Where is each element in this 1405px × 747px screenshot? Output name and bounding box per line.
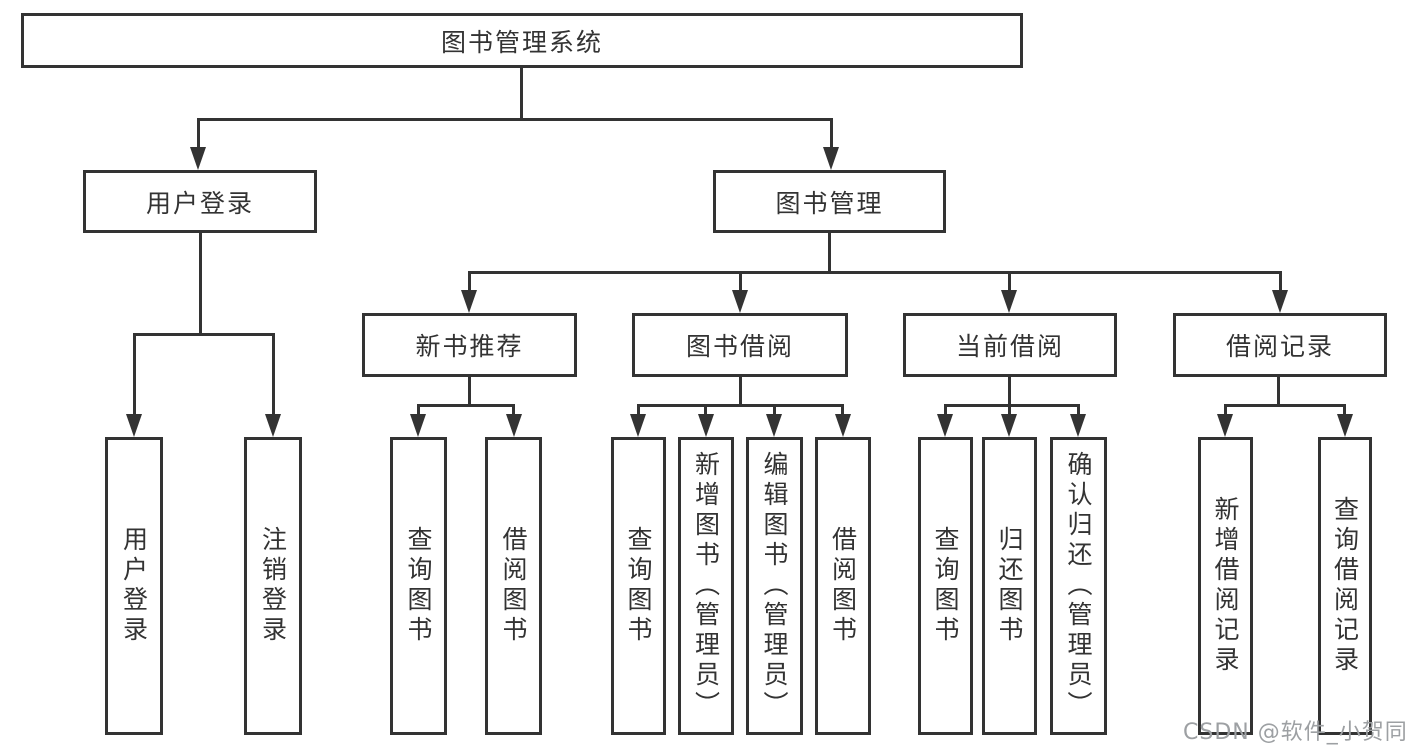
arrow-down-icon bbox=[190, 147, 206, 170]
leaf-query-books-borrow-label: 查询图书 bbox=[624, 526, 653, 646]
connector-v-line bbox=[739, 377, 742, 406]
connector-v-line bbox=[773, 404, 776, 416]
connector-v-line bbox=[828, 233, 831, 273]
leaf-user-login: 用户登录 bbox=[105, 437, 163, 735]
node-new-book-recommend-label: 新书推荐 bbox=[415, 332, 524, 361]
leaf-logout: 注销登录 bbox=[244, 437, 302, 735]
arrow-down-icon bbox=[698, 414, 714, 437]
connector-v-line bbox=[1277, 377, 1280, 406]
arrow-down-icon bbox=[1001, 290, 1017, 313]
connector-v-line bbox=[704, 404, 707, 416]
connector-v-line bbox=[1224, 404, 1227, 416]
connector-v-line bbox=[1008, 271, 1011, 291]
arrow-down-icon bbox=[410, 414, 426, 437]
node-borrow-records: 借阅记录 bbox=[1173, 313, 1387, 377]
node-user-login-label: 用户登录 bbox=[145, 188, 254, 218]
connector-h-line bbox=[637, 404, 844, 407]
node-borrow-records-label: 借阅记录 bbox=[1225, 332, 1334, 361]
leaf-query-books-current: 查询图书 bbox=[918, 437, 973, 735]
connector-v-line bbox=[468, 271, 471, 291]
arrow-down-icon bbox=[265, 414, 281, 437]
connector-h-line bbox=[468, 271, 1282, 274]
arrow-down-icon bbox=[630, 414, 646, 437]
connector-v-line bbox=[944, 404, 947, 416]
arrow-down-icon bbox=[461, 290, 477, 313]
leaf-add-borrow-record-label: 新增借阅记录 bbox=[1211, 496, 1240, 676]
connector-v-line bbox=[1008, 404, 1011, 416]
connector-v-line bbox=[1279, 271, 1282, 291]
watermark: CSDN @软件_小贺同学 bbox=[1183, 720, 1405, 745]
node-root: 图书管理系统 bbox=[21, 13, 1023, 68]
connector-v-line bbox=[272, 333, 275, 415]
connector-v-line bbox=[197, 118, 200, 150]
connector-v-line bbox=[830, 118, 833, 150]
leaf-query-books-recommend-label: 查询图书 bbox=[404, 526, 433, 646]
arrow-down-icon bbox=[1001, 414, 1017, 437]
connector-v-line bbox=[199, 233, 202, 335]
connector-v-line bbox=[133, 333, 136, 415]
arrow-down-icon bbox=[766, 414, 782, 437]
connector-v-line bbox=[468, 377, 471, 406]
connector-v-line bbox=[1343, 404, 1346, 416]
connector-h-line bbox=[417, 404, 515, 407]
connector-v-line bbox=[1077, 404, 1080, 416]
node-book-management: 图书管理 bbox=[713, 170, 946, 233]
connector-h-line bbox=[944, 404, 1080, 407]
node-new-book-recommend: 新书推荐 bbox=[362, 313, 577, 377]
arrow-down-icon bbox=[1217, 414, 1233, 437]
arrow-down-icon bbox=[835, 414, 851, 437]
leaf-query-borrow-record: 查询借阅记录 bbox=[1318, 437, 1372, 735]
leaf-return-books: 归还图书 bbox=[982, 437, 1037, 735]
node-book-borrow-label: 图书借阅 bbox=[685, 332, 794, 361]
leaf-query-borrow-record-label: 查询借阅记录 bbox=[1330, 496, 1360, 676]
node-book-management-label: 图书管理 bbox=[775, 188, 884, 218]
arrow-down-icon bbox=[1337, 414, 1353, 437]
node-current-borrow-label: 当前借阅 bbox=[955, 332, 1064, 361]
leaf-borrow-books-recommend-label: 借阅图书 bbox=[499, 526, 528, 646]
connector-v-line bbox=[520, 68, 523, 120]
leaf-borrow-books-label: 借阅图书 bbox=[828, 526, 858, 646]
arrow-down-icon bbox=[1070, 414, 1086, 437]
leaf-borrow-books-recommend: 借阅图书 bbox=[485, 437, 542, 735]
leaf-user-login-label: 用户登录 bbox=[119, 526, 149, 646]
arrow-down-icon bbox=[1272, 290, 1288, 313]
leaf-confirm-return-admin-label: 确认归还（管理员） bbox=[1064, 451, 1093, 721]
leaf-return-books-label: 归还图书 bbox=[995, 526, 1024, 646]
leaf-query-books-current-label: 查询图书 bbox=[931, 526, 960, 646]
connector-v-line bbox=[1008, 377, 1011, 406]
connector-v-line bbox=[841, 404, 844, 416]
connector-v-line bbox=[637, 404, 640, 416]
leaf-add-books-admin-label: 新增图书（管理员） bbox=[691, 451, 721, 721]
arrow-down-icon bbox=[506, 414, 522, 437]
leaf-add-borrow-record: 新增借阅记录 bbox=[1198, 437, 1253, 735]
connector-h-line bbox=[133, 333, 275, 336]
connector-h-line bbox=[1224, 404, 1346, 407]
connector-h-line bbox=[197, 118, 833, 121]
connector-v-line bbox=[739, 271, 742, 291]
leaf-query-books-recommend: 查询图书 bbox=[390, 437, 447, 735]
node-user-login: 用户登录 bbox=[83, 170, 317, 233]
leaf-query-books-borrow: 查询图书 bbox=[611, 437, 666, 735]
node-book-borrow: 图书借阅 bbox=[632, 313, 848, 377]
leaf-confirm-return-admin: 确认归还（管理员） bbox=[1050, 437, 1107, 735]
leaf-add-books-admin: 新增图书（管理员） bbox=[678, 437, 734, 735]
leaf-edit-books-admin: 编辑图书（管理员） bbox=[746, 437, 803, 735]
leaf-borrow-books: 借阅图书 bbox=[815, 437, 871, 735]
arrow-down-icon bbox=[732, 290, 748, 313]
leaf-logout-label: 注销登录 bbox=[258, 526, 288, 646]
arrow-down-icon bbox=[126, 414, 142, 437]
node-current-borrow: 当前借阅 bbox=[903, 313, 1117, 377]
leaf-edit-books-admin-label: 编辑图书（管理员） bbox=[760, 451, 789, 721]
arrow-down-icon bbox=[937, 414, 953, 437]
arrow-down-icon bbox=[823, 147, 839, 170]
connector-v-line bbox=[512, 404, 515, 416]
node-root-label: 图书管理系统 bbox=[440, 27, 603, 57]
connector-v-line bbox=[417, 404, 420, 416]
